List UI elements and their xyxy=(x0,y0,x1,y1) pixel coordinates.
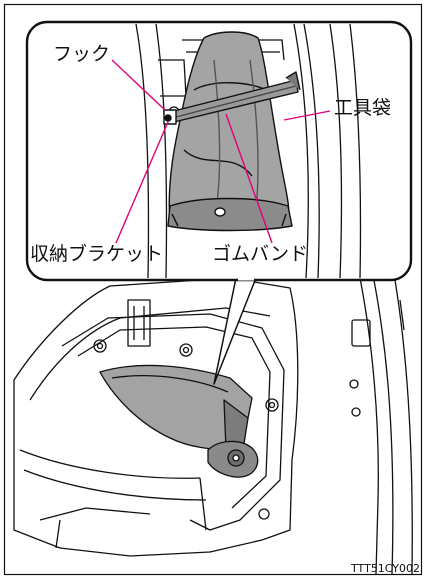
label-rubber-band: ゴムバンド xyxy=(212,243,308,265)
vehicle-interior-scene xyxy=(13,261,413,575)
leader-rubber-band xyxy=(225,113,273,244)
leader-tool-bag xyxy=(283,110,331,121)
label-storage-bracket: 収納ブラケット xyxy=(30,243,164,265)
label-hook: フック xyxy=(53,43,111,65)
zoom-bracket-strap xyxy=(163,71,301,125)
figure-code: TTT51CY002 xyxy=(351,562,420,575)
leader-lines xyxy=(111,59,331,244)
zoom-tool-bag xyxy=(167,31,293,232)
leader-bracket xyxy=(115,121,169,244)
label-tool-bag: 工具袋 xyxy=(334,97,392,119)
leader-hook xyxy=(111,59,166,111)
figure-frame xyxy=(3,3,423,576)
callout-pointer xyxy=(213,277,257,385)
zoom-vehicle-trim xyxy=(135,23,362,279)
stowed-tool-bag xyxy=(99,364,259,478)
